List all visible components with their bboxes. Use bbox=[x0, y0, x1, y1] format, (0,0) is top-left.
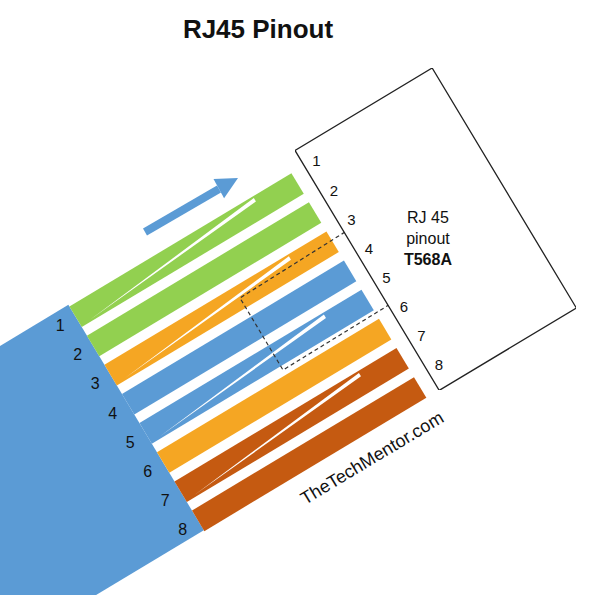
connector-box: RJ 45 pinoutT568A bbox=[295, 68, 576, 390]
wire-number: 1 bbox=[56, 318, 65, 334]
pin-number: 3 bbox=[347, 211, 355, 226]
wire-number: 5 bbox=[126, 435, 135, 451]
connector-outline bbox=[295, 68, 576, 390]
wire-number: 8 bbox=[178, 522, 187, 538]
node-text-block: RJ 45 pinoutT568A bbox=[397, 208, 459, 270]
pin-number: 1 bbox=[312, 153, 320, 168]
pin-number: 5 bbox=[382, 270, 390, 285]
connector-body bbox=[295, 68, 576, 390]
pin-number: 7 bbox=[417, 328, 425, 343]
wire-number: 4 bbox=[108, 406, 117, 422]
standard-name: T568A bbox=[397, 250, 459, 271]
wire-number: 3 bbox=[91, 376, 100, 392]
diagram-title: RJ45 Pinout bbox=[0, 14, 516, 45]
arrow-head bbox=[214, 178, 239, 198]
pin-number: 4 bbox=[365, 240, 373, 255]
wire-number: 2 bbox=[73, 347, 82, 363]
pin-number: 6 bbox=[400, 299, 408, 314]
pair-bracket bbox=[240, 232, 392, 370]
pin-number: 2 bbox=[330, 182, 338, 197]
direction-arrow bbox=[145, 189, 219, 232]
wire-number: 6 bbox=[143, 464, 152, 480]
pin-number: 8 bbox=[435, 357, 443, 372]
connector-caption: RJ 45 pinout bbox=[397, 208, 459, 250]
wire-number: 7 bbox=[161, 493, 170, 509]
